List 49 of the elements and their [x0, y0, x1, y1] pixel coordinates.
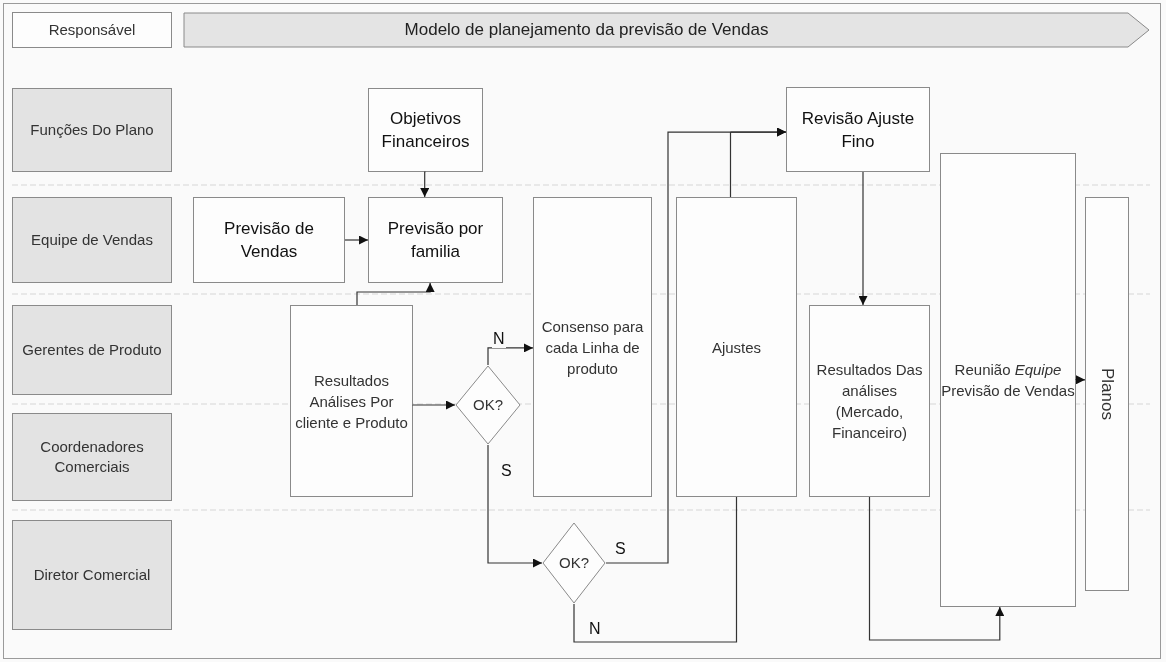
process-box [676, 197, 797, 497]
decision-diamond [542, 522, 606, 604]
process-box [193, 197, 345, 283]
connector-arrow [344, 235, 369, 245]
node-label: Previsão de Vendas [223, 218, 315, 263]
connector-arrow [412, 400, 456, 410]
node-label: Funções Do Plano [29, 120, 155, 140]
node-label: Revisão Ajuste Fino [800, 107, 916, 153]
lane-label-box [12, 197, 172, 283]
connector-arrow [420, 171, 430, 198]
node-label: Resultados Das análises (Mercado, Financeiro) [815, 360, 924, 443]
process-box [809, 305, 930, 497]
decision-diamond [455, 365, 521, 445]
output-label: Planos [1096, 368, 1118, 420]
node-label: Consenso para cada Linha de produto [540, 316, 645, 379]
process-box [533, 197, 652, 497]
lane-label-box [12, 413, 172, 501]
node-label: Coordenadores Comerciais [39, 437, 145, 477]
node-label: Responsável [47, 20, 137, 40]
node-label: Resultados Análises Por cliente e Produto [294, 370, 409, 433]
connector-arrow [858, 171, 868, 306]
column-header-box [12, 12, 172, 48]
lane-label-box [12, 305, 172, 395]
node-label: Modelo de planejamento da previsão de Vendas [404, 20, 770, 40]
edge-label: N [492, 330, 506, 348]
process-box [786, 87, 930, 172]
node-label: Gerentes de Produto [21, 340, 163, 360]
process-box [368, 88, 483, 172]
node-label: OK? [559, 554, 589, 571]
connector-arrow [868, 496, 1005, 641]
process-box [368, 197, 503, 283]
node-label: Reunião Equipe Previsão de Vendas [941, 360, 1075, 401]
connector-arrow [1075, 375, 1086, 385]
title-banner [183, 12, 1150, 48]
node-label: OK? [473, 396, 503, 413]
connector-arrow [729, 127, 787, 198]
node-label: Equipe de Vendas [30, 230, 154, 250]
output-box [1085, 197, 1129, 591]
lane-label-box [12, 520, 172, 630]
process-box [290, 305, 413, 497]
connector-arrow [487, 343, 534, 366]
connector-arrow [487, 444, 543, 568]
lane-label-box [12, 88, 172, 172]
connector-arrow [356, 282, 435, 306]
process-box [940, 153, 1076, 607]
node-label: Objetivos Financeiros [380, 108, 471, 153]
node-label: Diretor Comercial [32, 565, 152, 585]
node-label: Ajustes [711, 337, 762, 358]
node-label: Previsão por familia [386, 218, 485, 263]
